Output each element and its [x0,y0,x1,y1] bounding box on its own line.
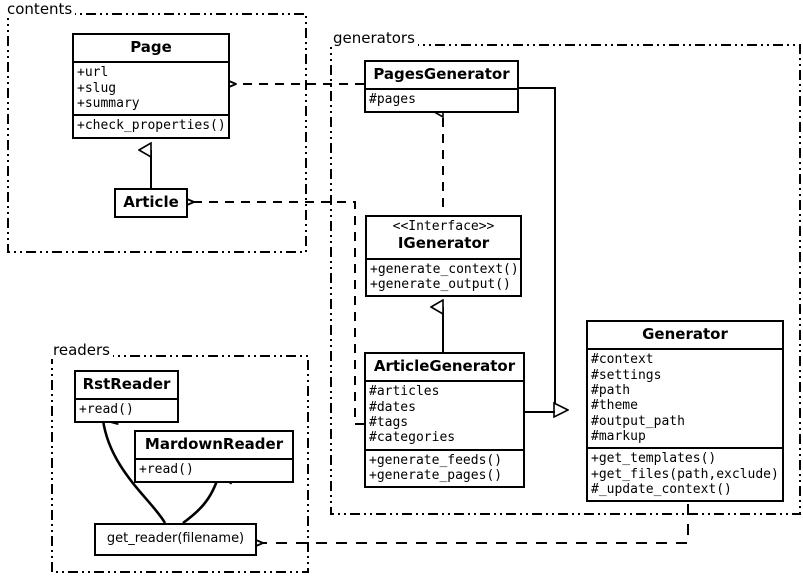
attribute-row: #categories [369,430,456,446]
operation-row: #_update_context() [591,481,732,497]
class-box-article-generator[interactable]: ArticleGenerator #articles #dates #tags … [364,352,525,489]
class-box-igenerator[interactable]: <<Interface>> IGenerator +generate_conte… [365,215,522,298]
dependency-generator-getreader [248,504,689,550]
operation-row: +read() [139,462,194,478]
package-label-contents: contents [4,0,76,18]
class-attributes-pages-generator: #pages [366,88,517,110]
attribute-row: #context [591,352,654,368]
class-box-page[interactable]: Page +url +slug +summary +check_properti… [72,33,230,139]
class-operations-mardown-reader: +read() [136,458,292,480]
class-operations-article-generator: +generate_feeds() +generate_pages() [366,448,523,487]
class-box-pages-generator[interactable]: PagesGenerator #pages [364,60,519,113]
class-name-generator: Generator [642,325,728,343]
class-attributes-generator: #context #settings #path #theme #output_… [588,348,782,447]
attribute-row: #tags [369,414,409,430]
attribute-row: #pages [369,92,416,108]
function-box-get-reader[interactable]: get_reader(filename) [94,523,257,556]
class-operations-rst-reader: +read() [76,398,177,420]
generalization-pagesgenerator-generator [519,87,568,410]
attribute-row: #dates [369,399,416,415]
class-box-mardown-reader[interactable]: MardownReader +read() [134,430,294,483]
attribute-row: +url [77,65,109,81]
operation-row: +get_templates() [591,451,717,467]
package-label-readers: readers [50,341,113,359]
operation-row: +generate_context() [370,261,519,277]
class-name-article-generator: ArticleGenerator [373,357,516,375]
attribute-row: #output_path [591,413,685,429]
class-stereotype-igenerator: <<Interface>> [392,219,495,234]
attribute-row: #articles [369,384,440,400]
package-label-generators: generators [330,29,418,47]
attribute-row: +slug [77,80,117,96]
dependency-articlegenerator-article [179,195,364,425]
class-name-igenerator: IGenerator [397,234,490,253]
class-box-generator[interactable]: Generator #context #settings #path #them… [586,320,784,503]
operation-row: +read() [79,402,134,418]
attribute-row: #markup [591,428,646,444]
operation-row: +generate_pages() [369,467,503,483]
operation-row: +generate_feeds() [369,452,503,468]
class-name-rst-reader: RstReader [82,375,171,393]
class-operations-page: +check_properties() [74,114,228,136]
class-name-page: Page [130,38,172,56]
class-name-mardown-reader: MardownReader [144,435,284,453]
attribute-row: +summary [77,95,140,111]
class-name-article: Article [123,193,179,211]
attribute-row: #settings [591,367,662,383]
function-name-get-reader: get_reader(filename) [106,531,245,546]
class-attributes-page: +url +slug +summary [74,61,228,114]
class-operations-igenerator: +generate_context() +generate_output() [367,257,520,296]
attribute-row: #path [591,382,631,398]
attribute-row: #theme [591,398,638,414]
class-operations-generator: +get_templates() +get_files(path,exclude… [588,447,782,500]
operation-row: +check_properties() [77,118,226,134]
class-box-article[interactable]: Article [114,188,188,219]
operation-row: +generate_output() [370,276,511,292]
class-attributes-article-generator: #articles #dates #tags #categories [366,380,523,448]
class-box-rst-reader[interactable]: RstReader +read() [74,370,179,423]
operation-row: +get_files(path,exclude) [591,466,779,482]
class-name-pages-generator: PagesGenerator [373,65,510,83]
